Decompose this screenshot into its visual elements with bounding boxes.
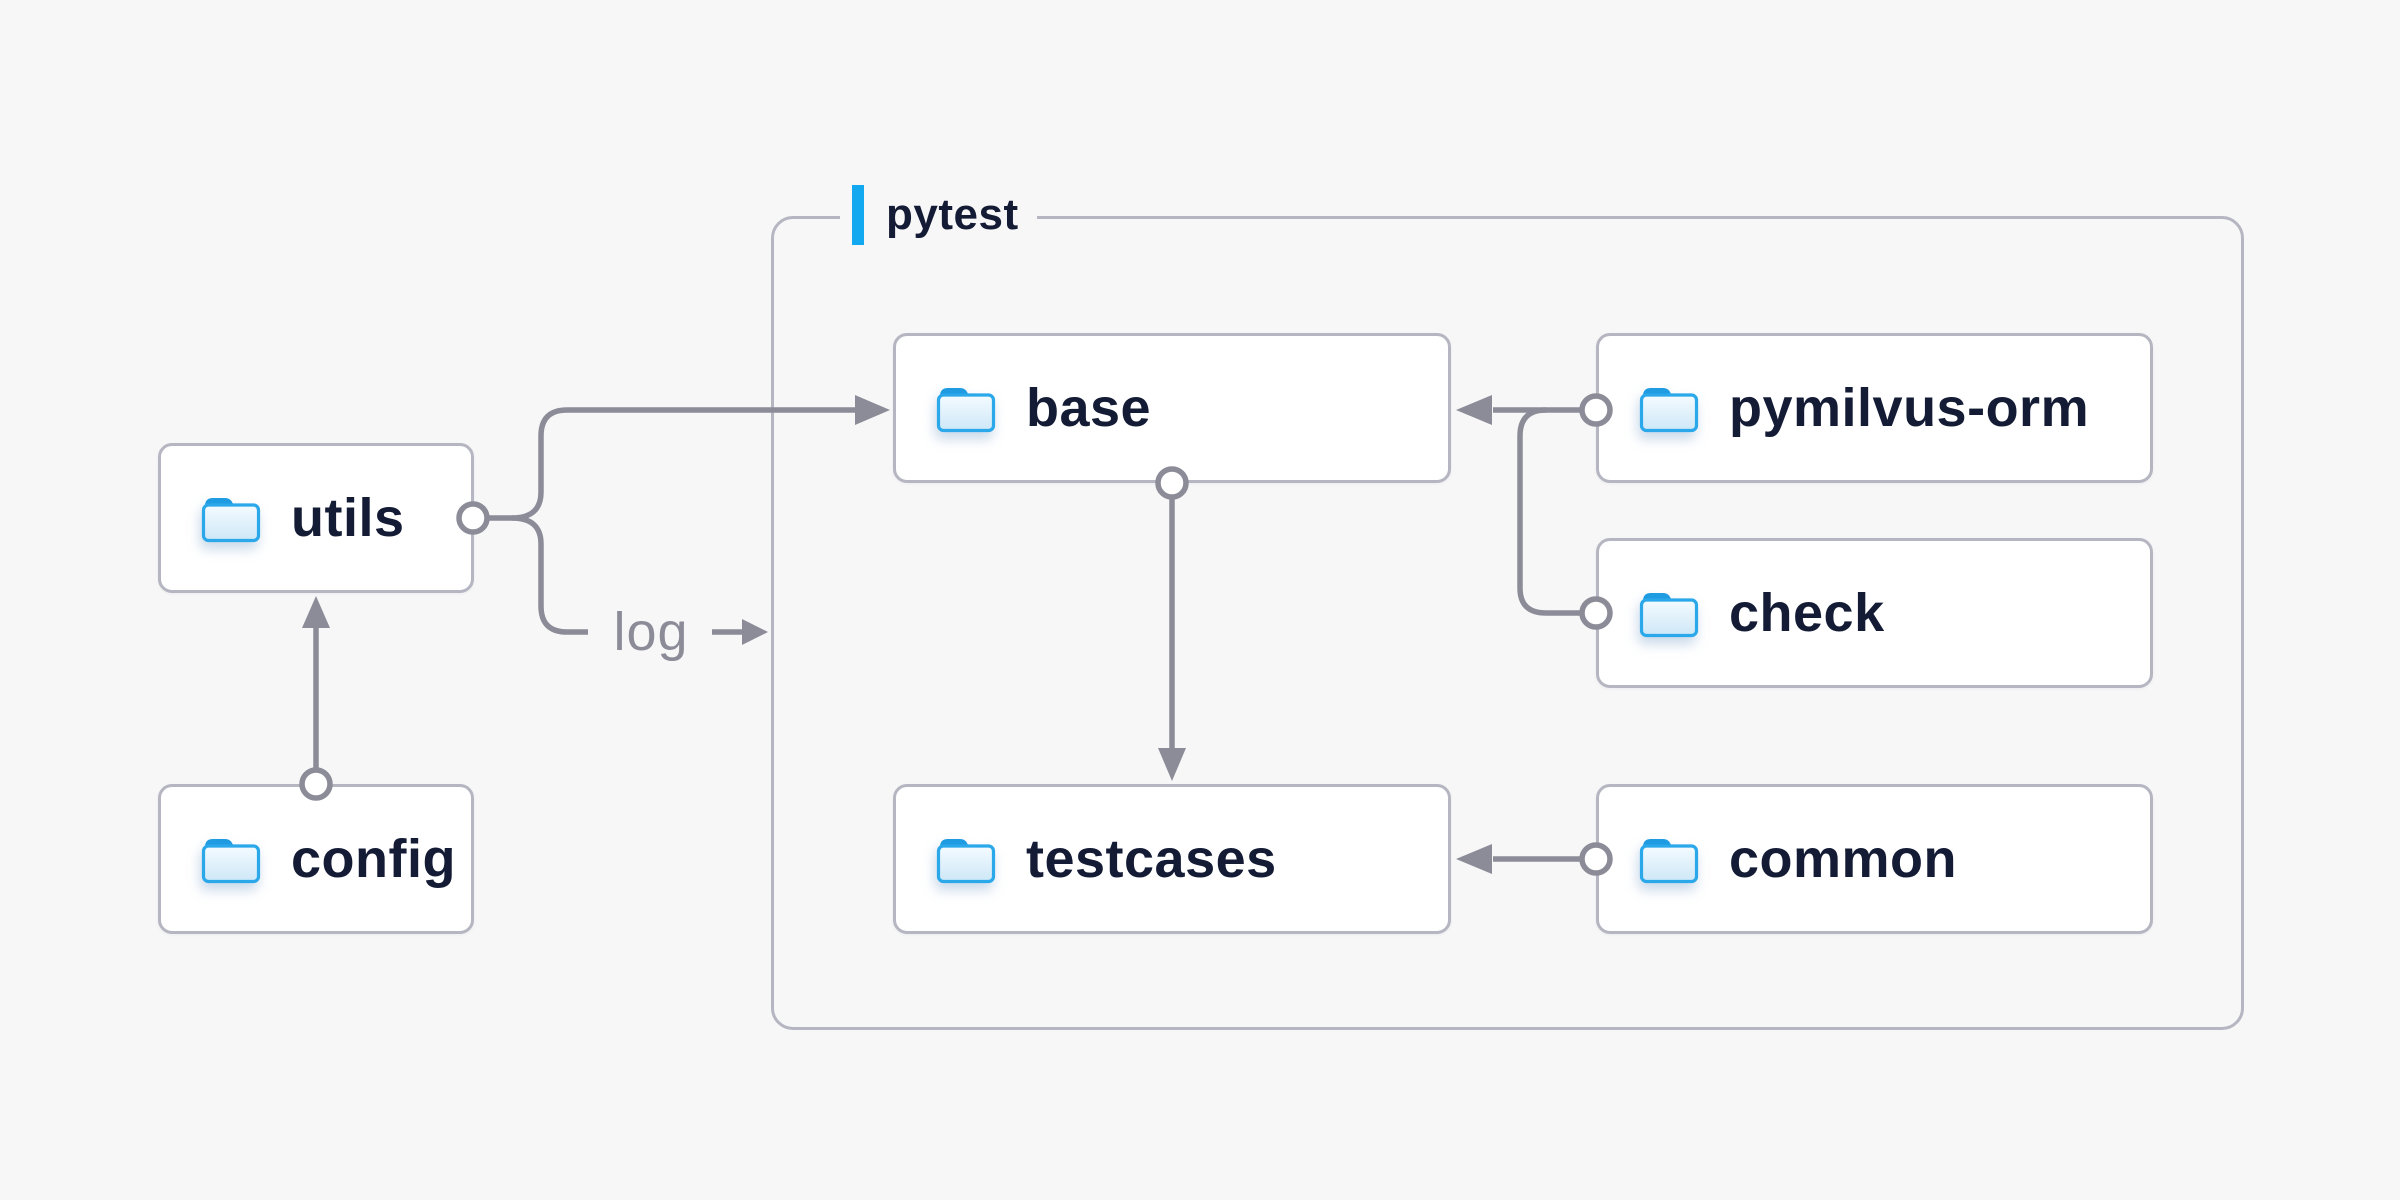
node-utils-label: utils (291, 488, 405, 548)
folder-icon (201, 839, 261, 884)
arrowhead-log-to-container (742, 619, 768, 645)
node-check[interactable]: check (1596, 538, 2153, 688)
node-common[interactable]: common (1596, 784, 2153, 934)
edge-label-log: log (613, 602, 688, 662)
node-base-label: base (1026, 378, 1152, 438)
arrowhead-config-to-utils (302, 596, 330, 628)
node-pymilvus-orm-label: pymilvus-orm (1729, 378, 2090, 438)
folder-icon (1639, 839, 1699, 884)
pytest-group-container (771, 216, 2244, 1030)
pytest-group-label: pytest (840, 184, 1037, 246)
edge-utils-to-log (511, 515, 588, 635)
node-check-label: check (1729, 583, 1885, 643)
node-utils[interactable]: utils (158, 443, 474, 593)
pytest-group-title: pytest (886, 190, 1019, 239)
folder-icon (1639, 388, 1699, 433)
node-config-label: config (291, 829, 456, 889)
node-testcases[interactable]: testcases (893, 784, 1451, 934)
accent-bar (852, 185, 864, 245)
node-pymilvus-orm[interactable]: pymilvus-orm (1596, 333, 2153, 483)
node-testcases-label: testcases (1026, 829, 1277, 889)
node-common-label: common (1729, 829, 1958, 889)
node-base[interactable]: base (893, 333, 1451, 483)
folder-icon (201, 498, 261, 543)
folder-icon (936, 388, 996, 433)
folder-icon (1639, 593, 1699, 638)
folder-icon (936, 839, 996, 884)
node-config[interactable]: config (158, 784, 474, 934)
